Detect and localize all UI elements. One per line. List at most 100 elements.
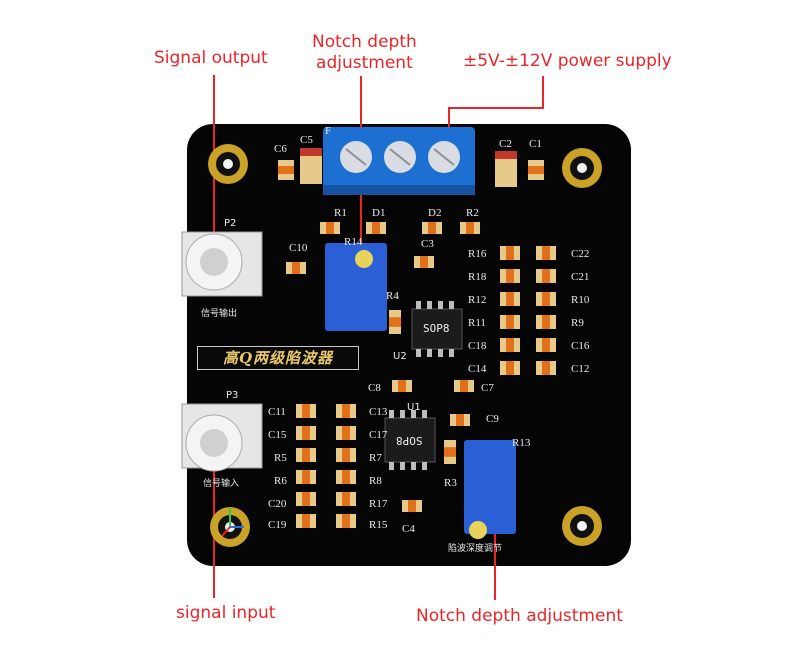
axis-gizmo: [221, 508, 244, 537]
left-r17: R17: [369, 498, 388, 510]
mid-c9: C9: [486, 413, 499, 425]
board-title: 高Q两级陷波器: [197, 346, 359, 370]
smd-right-a-1: [500, 269, 520, 283]
smd-left-b-0: [336, 404, 356, 418]
p3-caption: 信号输入: [203, 479, 240, 489]
right-c14: C14: [468, 363, 487, 375]
smd-right-b-3: [536, 315, 556, 329]
right-r9: R9: [571, 317, 584, 329]
smd-c7: [454, 380, 474, 392]
top-c10: C10: [289, 242, 308, 254]
cap-c2: [495, 151, 517, 187]
left-c17: C17: [369, 429, 388, 441]
smd-c3: [414, 256, 434, 268]
smd-c1: [528, 160, 544, 180]
smd-left-b-1: [336, 426, 356, 440]
mount-hole-tl: [208, 144, 248, 184]
smd-d1: [366, 222, 386, 234]
left-r6: R6: [274, 475, 287, 487]
mid-r13: R13: [512, 437, 531, 449]
trim-pot-bottom: [464, 440, 516, 539]
smd-left-b-2: [336, 448, 356, 462]
smd-c8: [392, 380, 412, 392]
chip-u1: [384, 417, 436, 463]
notch-depth-bottom-label: Notch depth adjustment: [416, 606, 623, 626]
smd-right-b-0: [536, 246, 556, 260]
smd-left-b-5: [336, 514, 356, 528]
power-supply-label: ±5V-±12V power supply: [463, 51, 672, 71]
right-r18: R18: [468, 271, 487, 283]
p2-label: P2: [224, 218, 237, 229]
mid-c4: C4: [402, 523, 415, 535]
right-c18: C18: [468, 340, 487, 352]
smd-right-a-5: [500, 361, 520, 375]
right-r11: R11: [468, 317, 486, 329]
sma-connector-p3: [181, 403, 263, 472]
smd-c9: [450, 414, 470, 426]
smd-right-a-3: [500, 315, 520, 329]
left-r15: R15: [369, 519, 388, 531]
power-terminal-block: [323, 127, 475, 195]
top-f: F: [325, 125, 332, 137]
smd-right-b-2: [536, 292, 556, 306]
smd-left-a-2: [296, 448, 316, 462]
sma-connector-p2: [181, 231, 263, 297]
chip-u2-marking: SOP8: [423, 322, 450, 335]
top-c5: C5: [300, 134, 313, 146]
chip-pins: [389, 301, 454, 470]
top-c3: C3: [421, 238, 434, 250]
left-r7: R7: [369, 452, 382, 464]
top-r2: R2: [466, 207, 479, 219]
smd-c6: [278, 160, 294, 180]
smd-right-b-5: [536, 361, 556, 375]
left-c20: C20: [268, 498, 287, 510]
smd-c4: [402, 500, 422, 512]
smd-right-a-0: [500, 246, 520, 260]
top-r14: R14: [344, 236, 363, 248]
left-r5: R5: [274, 452, 287, 464]
left-c15: C15: [268, 429, 287, 441]
smd-left-a-4: [296, 492, 316, 506]
smd-r1: [320, 222, 340, 234]
mount-hole-tr: [562, 148, 602, 188]
smd-r3: [444, 440, 456, 464]
top-c6: C6: [274, 143, 287, 155]
left-c19: C19: [268, 519, 287, 531]
chip-u2: [411, 308, 463, 350]
smd-left-a-0: [296, 404, 316, 418]
pot-caption: 陷波深度调节: [448, 544, 503, 554]
smd-left-a-5: [296, 514, 316, 528]
notch-depth-top-line-1: adjustment: [316, 53, 413, 73]
right-c21: C21: [571, 271, 590, 283]
smd-left-a-1: [296, 426, 316, 440]
smd-left-b-3: [336, 470, 356, 484]
smd-components: [278, 160, 556, 528]
right-c16: C16: [571, 340, 590, 352]
smd-r2: [460, 222, 480, 234]
smd-r4: [389, 310, 401, 334]
ref-u2: U2: [393, 351, 407, 362]
right-r12: R12: [468, 294, 487, 306]
trim-pot-top: [325, 243, 387, 331]
right-c12: C12: [571, 363, 590, 375]
top-d1: D1: [372, 207, 386, 219]
smd-right-a-2: [500, 292, 520, 306]
p3-label: P3: [226, 390, 239, 401]
right-r16: R16: [468, 248, 487, 260]
left-c13: C13: [369, 406, 388, 418]
ref-u1: U1: [407, 402, 421, 413]
top-c1: C1: [529, 138, 542, 150]
right-r10: R10: [571, 294, 590, 306]
top-d2: D2: [428, 207, 442, 219]
top-c2: C2: [499, 138, 512, 150]
right-c22: C22: [571, 248, 590, 260]
mid-c7: C7: [481, 382, 494, 394]
pcb-board: [187, 124, 631, 566]
smd-left-a-3: [296, 470, 316, 484]
signal-input-label: signal input: [176, 603, 276, 623]
left-r8: R8: [369, 475, 382, 487]
chip-u1-marking: SOP8: [396, 434, 423, 447]
top-r1: R1: [334, 207, 347, 219]
cap-c5: [300, 148, 322, 184]
